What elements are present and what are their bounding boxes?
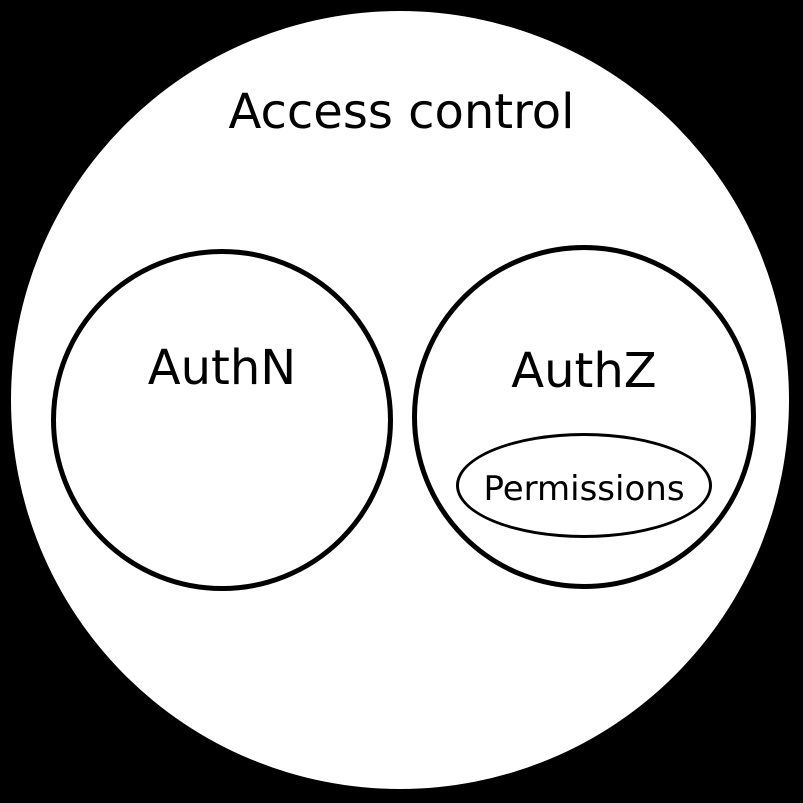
diagram-title: Access control bbox=[228, 84, 575, 140]
authn-set-circle bbox=[51, 249, 393, 591]
permissions-set-ellipse bbox=[456, 433, 712, 538]
permissions-label: Permissions bbox=[483, 469, 685, 509]
authn-label: AuthN bbox=[147, 340, 297, 396]
authz-label: AuthZ bbox=[511, 343, 657, 399]
